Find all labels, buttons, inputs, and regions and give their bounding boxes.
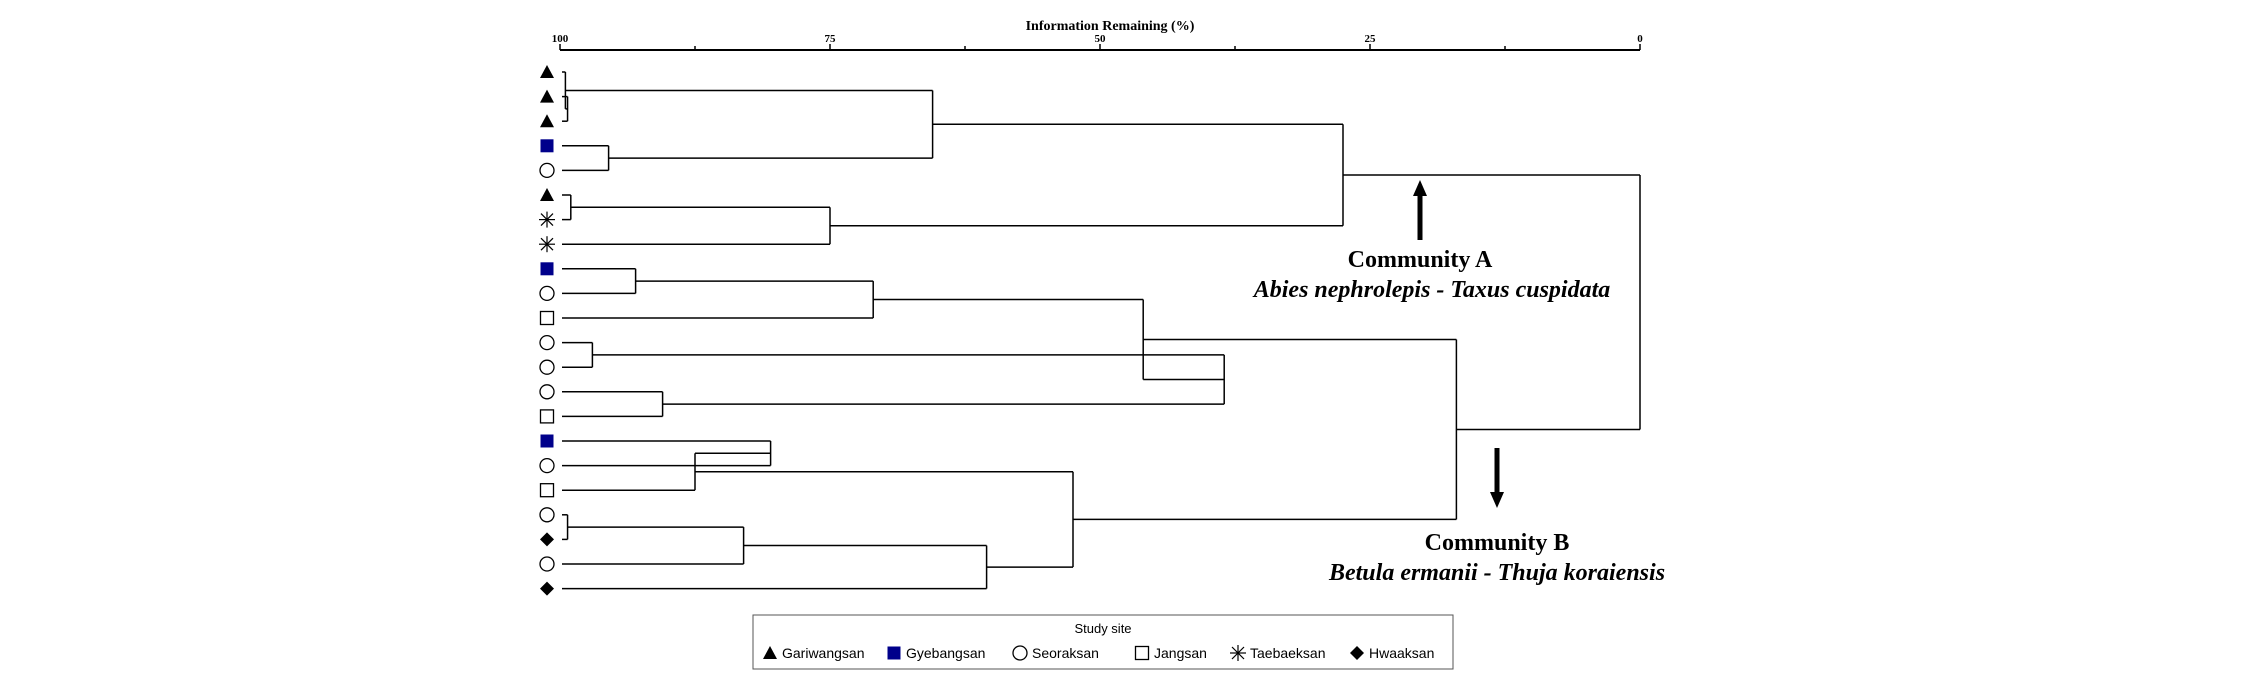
triangle-filled-icon	[763, 646, 777, 659]
leaf-marker-seoraksan	[539, 384, 555, 400]
leaf-marker-taebaeksan	[539, 211, 555, 228]
leaf-marker-jangsan	[539, 310, 555, 326]
square-filled-blue-icon	[887, 646, 901, 660]
community-a-species: Abies nephrolepis - Taxus cuspidata	[1252, 277, 1611, 303]
leaf-marker-seoraksan	[539, 556, 555, 572]
community-b-annotation: Community B Betula ermanii - Thuja korai…	[1328, 448, 1665, 586]
legend-item-gyebangsan: Gyebangsan	[887, 645, 985, 661]
leaf-marker-taebaeksan	[539, 236, 555, 253]
community-a-title: Community A	[1348, 247, 1493, 273]
leaf-marker-seoraksan	[539, 162, 555, 179]
legend-item-gariwangsan: Gariwangsan	[763, 645, 865, 661]
legend-label: Seoraksan	[1032, 645, 1099, 661]
axis-tick-label: 75	[825, 33, 837, 45]
community-b-arrow-head	[1490, 492, 1504, 508]
leaf-marker-seoraksan	[539, 285, 555, 302]
asterisk-icon	[1230, 645, 1246, 661]
leaf-marker-seoraksan	[539, 334, 555, 351]
legend-label: Jangsan	[1154, 645, 1207, 661]
leaf-marker-jangsan	[539, 409, 555, 424]
community-b-species: Betula ermanii - Thuja koraiensis	[1328, 560, 1665, 586]
leaf-marker-seoraksan	[539, 359, 555, 375]
community-a-arrow-head	[1413, 180, 1427, 196]
community-b-title: Community B	[1425, 530, 1570, 556]
legend-item-taebaeksan: Taebaeksan	[1230, 645, 1326, 661]
leaf-markers	[539, 65, 555, 596]
leaf-marker-jangsan	[539, 483, 555, 498]
leaf-marker-gyebangsan	[540, 139, 554, 153]
top-axis: Information Remaining (%) 100 75 50 25 0	[552, 19, 1643, 51]
dendrogram-tree	[562, 71, 1641, 590]
legend-item-hwaaksan: Hwaaksan	[1350, 645, 1434, 661]
legend-title: Study site	[1074, 621, 1131, 636]
legend: Study site Gariwangsan Gyebangsan Seoraksa…	[752, 614, 1454, 670]
legend-label: Taebaeksan	[1250, 645, 1326, 661]
legend-label: Gariwangsan	[782, 645, 865, 661]
diamond-filled-icon	[1350, 646, 1364, 660]
leaf-marker-gariwangsan	[540, 65, 554, 78]
axis-tick-label: 0	[1637, 33, 1643, 45]
leaf-marker-gariwangsan	[540, 114, 554, 128]
leaf-marker-gariwangsan	[540, 188, 554, 201]
circle-open-icon	[1012, 645, 1028, 661]
legend-item-jangsan: Jangsan	[1134, 645, 1207, 661]
legend-label: Gyebangsan	[906, 645, 985, 661]
square-open-icon	[1134, 645, 1150, 661]
leaf-marker-seoraksan	[539, 507, 555, 523]
leaf-marker-hwaaksan	[540, 581, 554, 596]
axis-tick-label: 50	[1095, 33, 1107, 45]
legend-item-seoraksan: Seoraksan	[1012, 645, 1099, 661]
axis-ticks: 100 75 50 25 0	[552, 33, 1643, 50]
axis-title: Information Remaining (%)	[1026, 19, 1195, 34]
leaf-marker-gariwangsan	[540, 89, 554, 103]
axis-tick-label: 100	[552, 33, 569, 45]
leaf-marker-hwaaksan	[540, 532, 554, 547]
legend-box	[752, 614, 1454, 670]
legend-label: Hwaaksan	[1369, 645, 1434, 661]
axis-tick-label: 25	[1365, 33, 1377, 45]
leaf-marker-seoraksan	[539, 457, 555, 474]
legend-items: Gariwangsan Gyebangsan Seoraksan Jangsan Tae…	[763, 645, 1434, 661]
leaf-marker-gyebangsan	[540, 434, 554, 448]
community-a-annotation: Community A Abies nephrolepis - Taxus cu…	[1252, 180, 1611, 303]
leaf-marker-gyebangsan	[540, 262, 554, 276]
